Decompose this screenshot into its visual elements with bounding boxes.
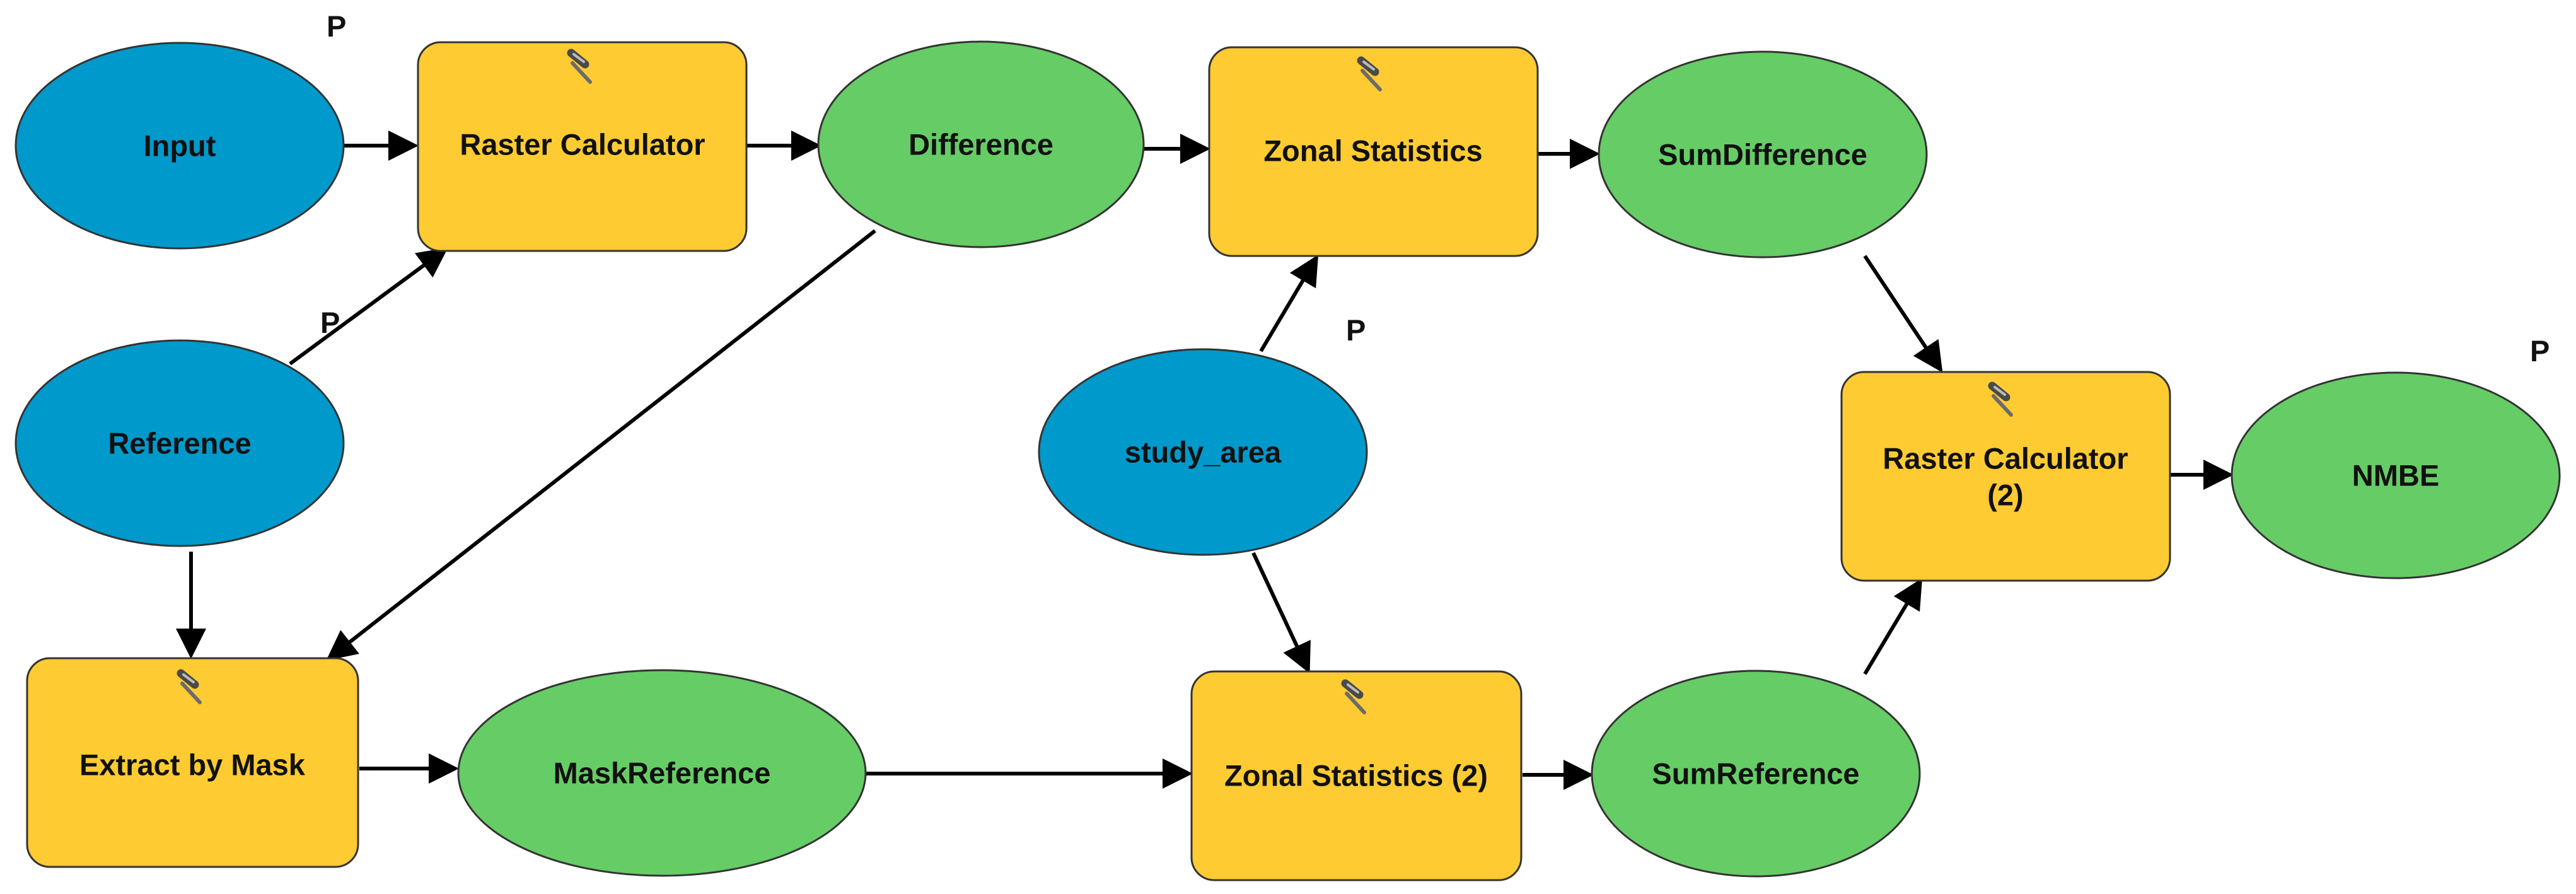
edge-reference-to-raster-calculator [289, 247, 448, 366]
node-input[interactable]: Input [15, 42, 345, 250]
node-label: Reference [108, 427, 251, 460]
connectors [176, 131, 2234, 790]
derived-data-ellipse [817, 40, 1145, 248]
tool-box [1208, 46, 1539, 257]
node-nmbe[interactable]: NMBE [2231, 371, 2561, 579]
parameter-marker-reference: P [320, 306, 340, 339]
node-label: MaskReference [554, 757, 771, 790]
edge-sum-difference-to-raster-calculator-2 [1863, 255, 1943, 373]
tool-box [1190, 670, 1523, 881]
parameter-marker-input: P [327, 9, 346, 43]
node-zonal-statistics-2[interactable]: Zonal Statistics (2) [1190, 670, 1523, 881]
edge-study-area-to-zonal-statistics-2 [1251, 552, 1311, 674]
parameter-marker-nmbe: P [2530, 334, 2550, 368]
node-zonal-statistics[interactable]: Zonal Statistics [1208, 46, 1539, 257]
node-study-area[interactable]: study_area [1038, 348, 1368, 556]
node-difference[interactable]: Difference [817, 40, 1145, 248]
input-variable-ellipse [15, 339, 345, 547]
derived-data-ellipse [1598, 50, 1928, 258]
node-label: SumDifference [1658, 138, 1867, 171]
node-raster-calculator[interactable]: Raster Calculator [417, 41, 748, 252]
node-label: NMBE [2352, 459, 2439, 492]
derived-data-ellipse [457, 669, 867, 877]
node-label-line-2: (2) [1987, 479, 2023, 512]
node-mask-reference[interactable]: MaskReference [457, 669, 867, 877]
node-label: Extract by Mask [79, 748, 306, 782]
node-label: Difference [908, 128, 1053, 161]
node-label: Zonal Statistics [1263, 134, 1482, 168]
edge-study-area-to-zonal-statistics [1259, 254, 1319, 352]
node-sum-difference[interactable]: SumDifference [1598, 50, 1928, 258]
node-raster-calculator-2[interactable]: Raster Calculator (2) [1840, 371, 2171, 582]
derived-data-ellipse [1591, 670, 1921, 878]
node-extract-by-mask[interactable]: Extract by Mask [26, 657, 359, 868]
edge-difference-to-extract-by-mask [326, 229, 876, 661]
node-reference[interactable]: Reference [15, 339, 345, 547]
input-variable-ellipse [1038, 348, 1368, 556]
tool-box [26, 657, 359, 868]
tool-box [1840, 371, 2171, 582]
node-sum-reference[interactable]: SumReference [1591, 670, 1921, 878]
edge-sum-reference-to-raster-calculator-2 [1863, 578, 1923, 675]
node-label: Zonal Statistics (2) [1224, 759, 1488, 792]
node-label-line-1: Raster Calculator [1883, 442, 2128, 475]
input-variable-ellipse [15, 42, 345, 250]
node-label: SumReference [1652, 757, 1859, 791]
node-label: study_area [1125, 436, 1282, 469]
parameter-marker-study-area: P [1346, 313, 1366, 347]
tool-box [417, 41, 748, 252]
node-label: Raster Calculator [460, 128, 705, 161]
derived-data-ellipse [2231, 371, 2561, 579]
node-label: Input [144, 129, 216, 163]
